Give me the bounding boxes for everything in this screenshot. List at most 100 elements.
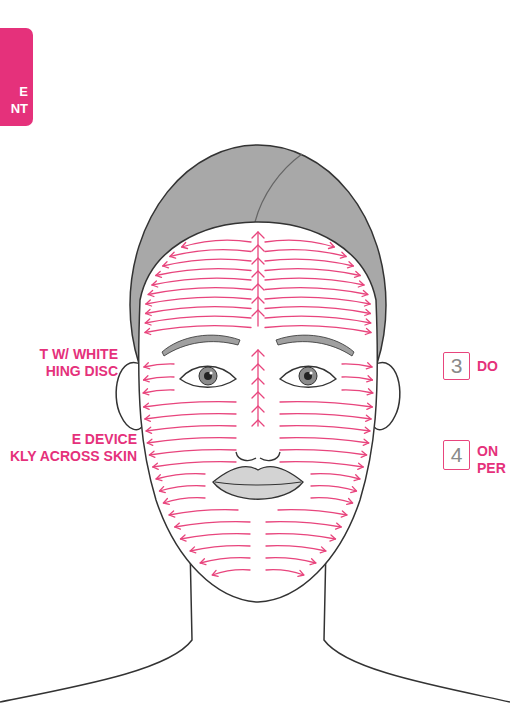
massage-arrows <box>143 232 373 576</box>
arrow-head <box>212 570 218 576</box>
massage-stroke <box>266 522 341 527</box>
massage-stroke <box>145 316 251 323</box>
hair-parting <box>255 154 302 222</box>
arrow-head <box>145 415 151 421</box>
centre-stroke <box>257 350 258 426</box>
arrow-head <box>143 389 149 395</box>
arrow-head <box>252 297 264 303</box>
arrow-head <box>362 290 368 296</box>
arrow-head <box>298 570 304 576</box>
arrow-head <box>252 420 264 426</box>
massage-stroke <box>144 364 174 367</box>
arrow-head <box>163 499 169 505</box>
arrow-head <box>354 475 360 481</box>
arrow-head <box>146 310 152 316</box>
text-line: HING DISC <box>39 363 118 380</box>
massage-stroke <box>280 414 371 419</box>
massage-stroke <box>181 534 251 539</box>
arrow-head <box>355 271 361 277</box>
arrow-head <box>252 378 264 384</box>
arrow-head <box>169 511 175 517</box>
arrow-head <box>347 499 353 505</box>
massage-stroke <box>146 307 251 314</box>
massage-stroke <box>266 546 326 551</box>
arrow-head <box>336 523 342 529</box>
arrow-head <box>367 376 373 382</box>
arrow-head <box>252 271 264 277</box>
step-instruction: E DEVICE KLY ACROSS SKIN <box>10 431 137 465</box>
pupil <box>304 372 312 380</box>
massage-stroke <box>175 522 250 527</box>
massage-stroke <box>144 402 236 407</box>
arrow-head <box>252 284 264 290</box>
massage-stroke <box>163 498 205 503</box>
massage-stroke <box>278 510 347 515</box>
eye <box>180 366 236 387</box>
arrow-head <box>181 535 187 541</box>
arrow-head <box>348 262 354 268</box>
arrow-head <box>363 439 369 445</box>
massage-stroke <box>144 377 174 380</box>
eyebrow <box>162 335 240 356</box>
arrow-head <box>361 451 367 457</box>
arrow-head <box>160 487 166 493</box>
massage-stroke <box>265 307 370 314</box>
massage-stroke <box>265 326 371 333</box>
neck-line <box>0 545 192 702</box>
massage-stroke <box>265 269 360 276</box>
massage-stroke <box>311 498 353 503</box>
iris <box>299 367 317 385</box>
pupil <box>204 372 212 380</box>
arrow-head <box>366 415 372 421</box>
eye-highlight <box>209 371 212 374</box>
text-line: T W/ WHITE <box>39 346 118 363</box>
step-number-box: 3 <box>443 352 470 380</box>
massage-stroke <box>212 570 250 575</box>
eye <box>280 366 336 387</box>
arrow-head <box>156 475 162 481</box>
arrow-head <box>366 363 372 369</box>
arrow-head <box>329 243 335 249</box>
arrow-head <box>145 319 151 325</box>
nostril <box>236 452 256 460</box>
massage-stroke <box>148 288 251 295</box>
arrow-head <box>365 329 371 335</box>
arrow-head <box>144 403 150 409</box>
massage-stroke <box>146 297 251 304</box>
massage-stroke <box>265 278 364 285</box>
massage-stroke <box>160 486 206 491</box>
massage-stroke <box>265 259 353 266</box>
massage-stroke <box>342 364 372 367</box>
massage-stroke <box>265 288 368 295</box>
massage-stroke <box>143 390 174 393</box>
step-instruction: DO <box>477 358 498 375</box>
neck-line <box>324 545 510 702</box>
arrow-head <box>252 245 264 251</box>
nostril <box>260 452 280 460</box>
arrow-head <box>146 427 152 433</box>
arrow-head <box>149 451 155 457</box>
massage-stroke <box>265 240 334 247</box>
arrow-head <box>170 252 176 258</box>
arrow-head <box>330 535 336 541</box>
massage-stroke <box>156 474 205 479</box>
text-line: E <box>11 83 28 100</box>
arrow-head <box>175 523 181 529</box>
arrow-head <box>252 406 264 412</box>
arrow-head <box>145 329 151 335</box>
arrow-head <box>252 364 264 370</box>
arrow-head <box>364 427 370 433</box>
arrow-head <box>252 350 264 356</box>
arrow-head <box>365 300 371 306</box>
massage-stroke <box>265 316 371 323</box>
arrow-head <box>147 439 153 445</box>
arrow-head <box>358 463 364 469</box>
massage-stroke <box>147 438 236 443</box>
arrow-head <box>252 258 264 264</box>
massage-stroke <box>266 570 304 575</box>
massage-stroke <box>280 402 372 407</box>
massage-stroke <box>152 278 251 285</box>
arrow-head <box>182 243 188 249</box>
step-instruction: T W/ WHITE HING DISC <box>39 346 118 380</box>
massage-stroke <box>342 377 372 380</box>
